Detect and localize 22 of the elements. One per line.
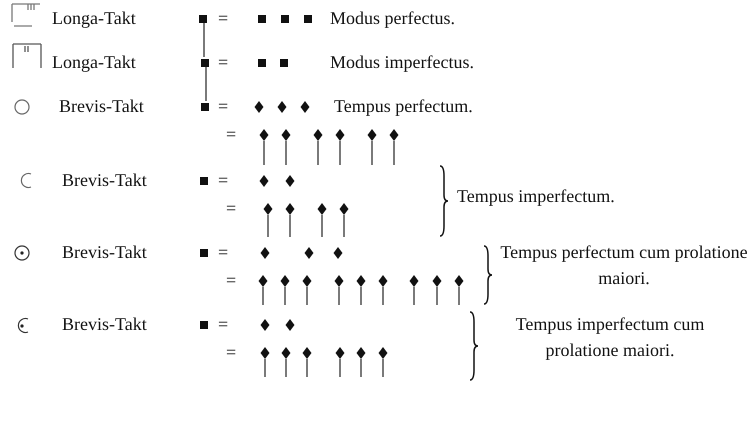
mensuration-label: Tempus imperfectum cum prolatione maiori. (514, 313, 706, 362)
equals-sign: = (226, 197, 236, 219)
equals-sign: = (218, 241, 228, 263)
takt-label: Brevis-Takt (59, 95, 144, 117)
equals-sign: = (218, 95, 228, 117)
takt-label: Longa-Takt (52, 7, 136, 29)
equals-sign: = (226, 341, 236, 363)
equals-sign: = (226, 269, 236, 291)
equals-sign: = (218, 169, 228, 191)
equals-sign: = (218, 7, 228, 29)
mensuration-label: Tempus perfectum cum prolatione maiori. (499, 241, 749, 290)
equals-sign: = (218, 313, 228, 335)
equals-sign: = (226, 123, 236, 145)
mensuration-label: Modus perfectus. (330, 7, 455, 29)
mensuration-label: Tempus perfectum. (334, 95, 473, 117)
takt-label: Brevis-Takt (62, 241, 147, 263)
takt-label: Brevis-Takt (62, 313, 147, 335)
mensuration-label: Tempus imperfectum. (457, 185, 615, 207)
mensuration-label: Modus imperfectus. (330, 51, 474, 73)
takt-label: Longa-Takt (52, 51, 136, 73)
equals-sign: = (218, 51, 228, 73)
takt-label: Brevis-Takt (62, 169, 147, 191)
